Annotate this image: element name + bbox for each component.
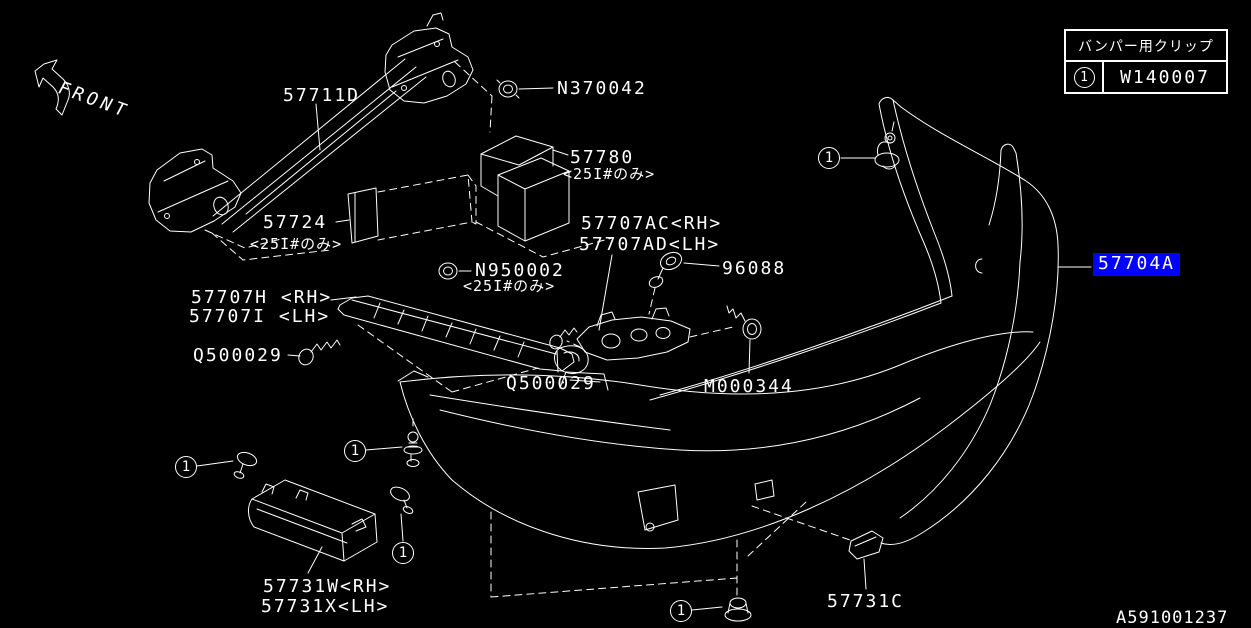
- nut-n370042-drawing: [496, 79, 520, 99]
- part-label-57724[interactable]: 57724: [263, 212, 328, 233]
- part-label-57704a-highlighted[interactable]: 57704A: [1093, 253, 1181, 276]
- clip-table-part-number: W140007: [1120, 66, 1210, 88]
- clip-table-callout-cell: 1: [1066, 62, 1104, 92]
- callout-1-marker-bumper-top[interactable]: 1: [818, 147, 840, 169]
- rail-57707h-drawing: [337, 295, 589, 393]
- bumper-cover-drawing: [397, 96, 1059, 598]
- screw-q500029-left-drawing: [298, 339, 341, 366]
- part-label-57707i-lh[interactable]: 57707I <LH>: [189, 306, 331, 327]
- absorber-57724-drawing: [347, 174, 613, 258]
- foam-57780-drawing: [480, 135, 570, 242]
- part-label-57707ad-lh[interactable]: 57707AD<LH>: [579, 234, 721, 255]
- beam-57711d-drawing: [148, 12, 493, 261]
- clip-table-row: 1 W140007: [1066, 62, 1226, 92]
- part-label-57711d[interactable]: 57711D: [283, 85, 361, 106]
- diagram-code: A591001237: [1116, 608, 1229, 628]
- bumper-clip-legend-table: バンパー用クリップ 1 W140007: [1064, 29, 1228, 94]
- under-cover-57731w-drawing: [248, 479, 378, 562]
- callout-1-marker-table: 1: [1073, 66, 1095, 88]
- screw-m000344-drawing: [726, 305, 762, 340]
- part-label-57780[interactable]: 57780: [570, 147, 635, 168]
- part-label-57707ac-rh[interactable]: 57707AC<RH>: [581, 213, 723, 234]
- clip-under-cover-top-drawing: [403, 418, 423, 467]
- nut-n950002-drawing: [438, 262, 458, 280]
- part-note-57780: <25I#のみ>: [563, 165, 656, 183]
- clip-table-title: バンパー用クリップ: [1066, 31, 1226, 62]
- part-label-m000344[interactable]: M000344: [704, 376, 794, 397]
- clip-callout-top-right-drawing: [874, 121, 900, 170]
- part-label-57707h-rh[interactable]: 57707H <RH>: [191, 287, 333, 308]
- clip-bottom-center-drawing: [724, 597, 752, 622]
- part-note-57724: <25I#のみ>: [250, 235, 343, 253]
- callout-1-marker-undercover-bottom[interactable]: 1: [392, 542, 414, 564]
- bracket-57731c-drawing: [848, 530, 884, 560]
- front-arrow-icon: [34, 59, 70, 116]
- part-label-96088[interactable]: 96088: [722, 258, 787, 279]
- clip-96088-drawing: [648, 251, 683, 315]
- callout-1-marker-undercover-left[interactable]: 1: [175, 456, 197, 478]
- clip-under-cover-bottom-drawing: [390, 486, 414, 514]
- part-label-q500029-mid[interactable]: Q500029: [506, 373, 596, 394]
- callout-1-marker-bumper-bottom[interactable]: 1: [670, 600, 692, 622]
- part-note-n950002: <25I#のみ>: [463, 277, 556, 295]
- screw-q500029-mid-drawing: [549, 327, 578, 350]
- bracket-57707ac-drawing: [566, 307, 734, 361]
- part-label-57731w-rh[interactable]: 57731W<RH>: [263, 576, 392, 597]
- part-label-q500029-left[interactable]: Q500029: [193, 345, 283, 366]
- part-label-n370042[interactable]: N370042: [557, 78, 647, 99]
- clip-under-cover-left-drawing: [233, 451, 258, 479]
- part-label-57731c[interactable]: 57731C: [827, 591, 905, 612]
- callout-1-marker-undercover-top[interactable]: 1: [344, 440, 366, 462]
- part-label-n950002[interactable]: N950002: [475, 260, 565, 281]
- leader-lines: [196, 87, 1092, 611]
- part-label-57731x-lh[interactable]: 57731X<LH>: [261, 596, 390, 617]
